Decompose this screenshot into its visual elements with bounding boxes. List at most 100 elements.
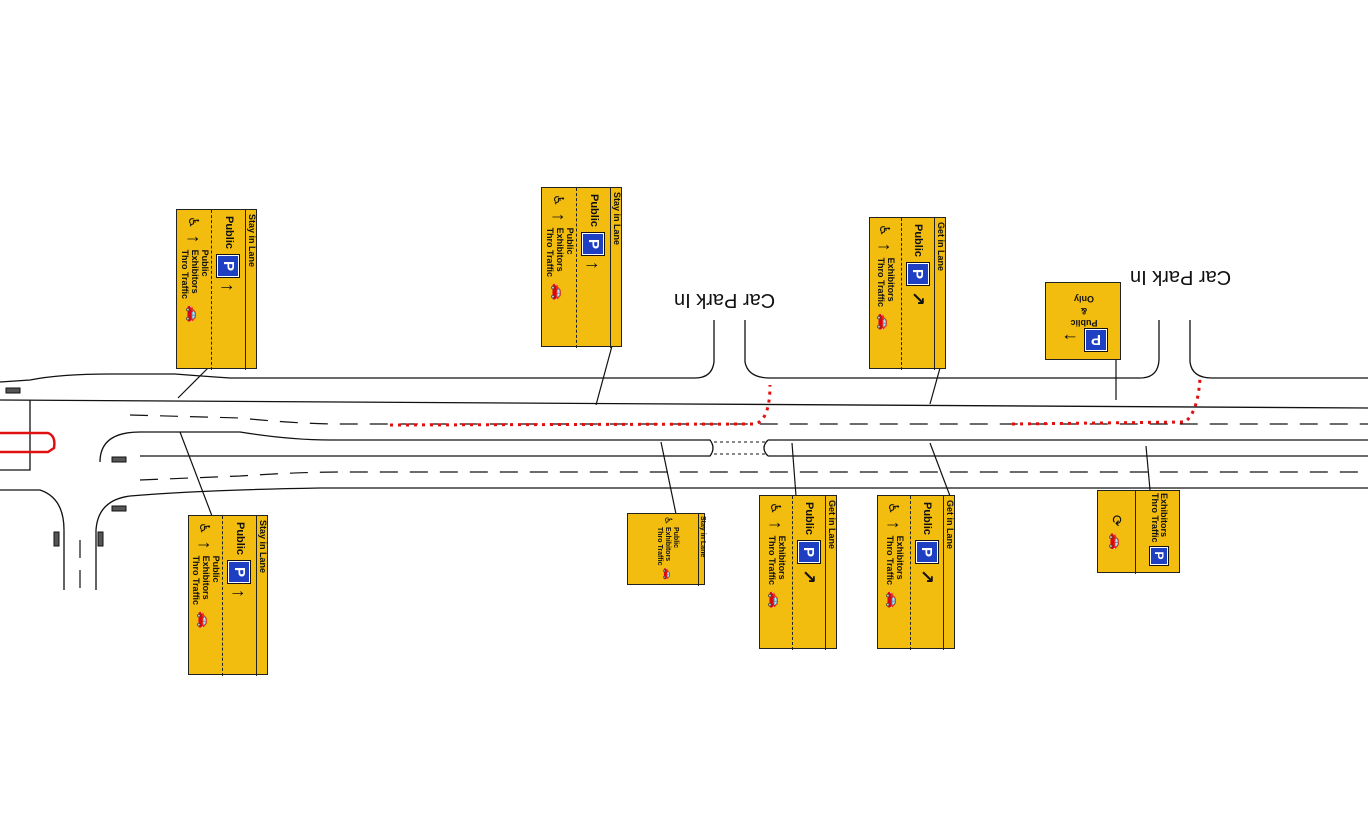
island-gap xyxy=(763,439,1368,457)
arrow-icon: ↑ xyxy=(184,234,204,244)
wheelchair-icon: ♿ xyxy=(877,224,894,237)
signal-marker xyxy=(97,531,104,547)
arrow-ahead-icon: ↑ xyxy=(218,283,239,293)
signal-marker xyxy=(53,531,60,547)
top-kerb xyxy=(0,320,715,383)
parking-icon: P xyxy=(227,560,252,585)
lane-dash-2 xyxy=(139,471,1368,481)
sign-public-only: P→ Public & Only xyxy=(1045,282,1121,360)
signal-marker xyxy=(111,456,127,463)
parking-icon: P xyxy=(915,540,939,565)
car-icon: 🚗 xyxy=(886,591,903,609)
wheelchair-icon: ♿ xyxy=(886,502,903,515)
sign-top-text: Public xyxy=(803,502,816,536)
wheelchair-icon: ♿ xyxy=(768,502,785,515)
car-icon: 🚗 xyxy=(877,313,894,331)
dotted-red-2 xyxy=(1011,377,1202,426)
pointer-s3 xyxy=(595,345,613,406)
sign-top-text: Public xyxy=(222,216,235,250)
parking-icon: P xyxy=(797,540,821,565)
sign-top-text: Public xyxy=(921,502,934,536)
car-icon: 🚗 xyxy=(197,611,213,629)
sign-header: Stay in Lane xyxy=(610,188,623,348)
roundabout-icon: ⟳ xyxy=(1108,514,1125,527)
arrow-right-icon: → xyxy=(1061,329,1079,350)
sign-header: Stay in Lane xyxy=(698,514,706,586)
pointer-s7 xyxy=(929,442,951,497)
car-park-in-label-2: Car Park In xyxy=(1130,266,1232,288)
arrow-icon: ↑ xyxy=(766,520,787,530)
car-icon: 🚗 xyxy=(186,305,202,323)
wheelchair-icon: ♿ xyxy=(197,522,213,535)
arrow-icon: ↑ xyxy=(549,212,569,222)
sign-top-text: Public xyxy=(912,224,925,258)
signal-marker xyxy=(5,387,21,394)
car-icon: 🚗 xyxy=(1108,532,1125,551)
parking-icon: P xyxy=(1148,545,1169,566)
parking-icon: P xyxy=(906,262,930,287)
car-icon: 🚗 xyxy=(662,567,673,580)
arrow-icon: ↑ xyxy=(875,242,896,252)
lane-dash-1 xyxy=(129,414,1368,425)
sign-header: Get in Lane xyxy=(825,496,838,650)
top-kerb-2 xyxy=(744,320,1160,379)
arrow-ahead-icon: ↑ xyxy=(583,261,604,271)
wheelchair-icon: ♿ xyxy=(662,516,673,525)
sign-header: Stay in Lane xyxy=(256,516,269,676)
arrow-icon: ↑ xyxy=(195,540,215,550)
arrow-icon: ↑ xyxy=(884,520,905,530)
signal-marker xyxy=(111,505,127,512)
parking-icon: P xyxy=(1084,327,1108,352)
wheelchair-icon: ♿ xyxy=(186,216,202,229)
sign8-line-2: & xyxy=(1080,305,1088,316)
pointer-s9 xyxy=(1145,445,1151,491)
arrow-ahead-icon: ↑ xyxy=(229,589,250,599)
dotted-red-1 xyxy=(389,384,772,427)
pointer-s5 xyxy=(660,441,677,515)
pointer-s4 xyxy=(929,367,941,405)
parking-icon: P xyxy=(581,232,606,257)
arrow-diagonal-icon: ↗ xyxy=(799,569,819,585)
car-icon: 🚗 xyxy=(551,283,567,301)
sign-header: Get in Lane xyxy=(934,218,947,370)
sign9-line-2: Thro Traffic xyxy=(1149,493,1160,543)
car-park-in-label-1: Car Park In xyxy=(674,289,776,311)
lane-edge-1 xyxy=(0,399,1368,409)
pointer-s2 xyxy=(179,431,213,517)
sign-top-text: Public xyxy=(233,522,246,556)
arrow-diagonal-icon: ↗ xyxy=(908,291,928,307)
arrow-diagonal-icon: ↗ xyxy=(917,569,937,585)
sign8-line-3: Only xyxy=(1074,294,1095,305)
wheelchair-icon: ♿ xyxy=(551,194,567,207)
sign9-line-1: Exhibitors xyxy=(1159,493,1170,538)
sign-header: Stay in Lane xyxy=(245,210,258,370)
pointer-s6 xyxy=(791,442,797,497)
island-hatch xyxy=(714,441,766,455)
parking-icon: P xyxy=(216,254,241,279)
car-icon: 🚗 xyxy=(768,591,785,609)
sign-header: Get in Lane xyxy=(943,496,956,650)
pointer-s1 xyxy=(177,367,209,399)
sign8-line-1: Public xyxy=(1070,317,1098,328)
lower-kerb xyxy=(0,487,1368,590)
sign-top-text: Public xyxy=(587,194,600,228)
side-road xyxy=(0,400,31,471)
red-outline xyxy=(0,431,56,454)
top-kerb-3 xyxy=(1189,320,1368,379)
